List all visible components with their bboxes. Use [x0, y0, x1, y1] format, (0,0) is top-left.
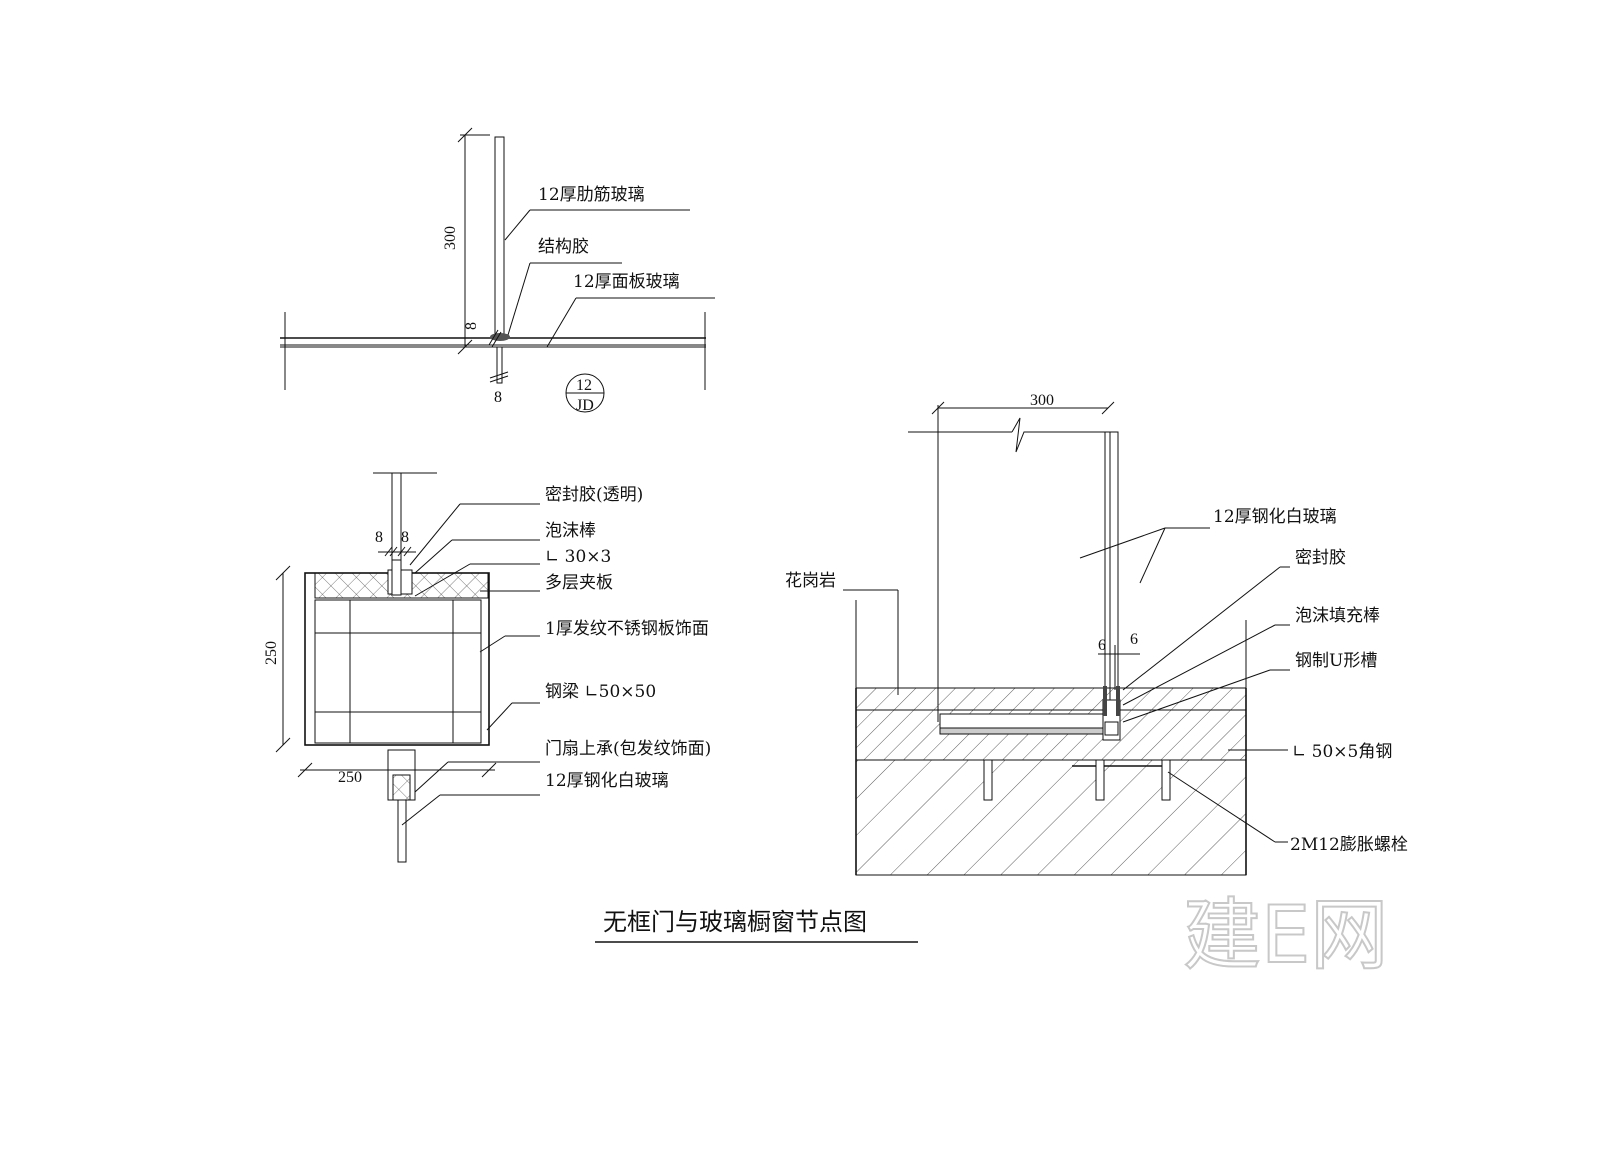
label-sealant-clear: 密封胶(透明)	[545, 485, 643, 505]
dim-6-right: 6	[1130, 631, 1138, 648]
label-steel-u-channel: 钢制U形槽	[1295, 651, 1377, 671]
ref-mark-bottom: JD	[576, 397, 594, 414]
dim-8-bottom: 8	[494, 389, 502, 406]
label-foam-filler-rod: 泡沫填充棒	[1295, 606, 1380, 626]
label-angle-30x3: ∟ 30×3	[545, 547, 611, 567]
label-steel-beam: 钢梁 ∟50×50	[545, 682, 656, 702]
label-plywood: 多层夹板	[545, 573, 613, 593]
label-stainless-finish: 1厚发纹不锈钢板饰面	[545, 619, 709, 639]
detail-left-header	[275, 472, 497, 863]
drawing-title: 无框门与玻璃橱窗节点图	[603, 908, 867, 936]
detail-top-glass-fin	[280, 127, 706, 390]
label-door-top-rail: 门扇上承(包发纹饰面)	[545, 739, 711, 759]
dim-300-top: 300	[442, 226, 459, 250]
dim-250-height: 250	[263, 641, 280, 665]
label-rib-glass: 12厚肋筋玻璃	[538, 185, 645, 205]
dim-8-left-detail: 8	[375, 529, 383, 546]
leaders-top	[504, 209, 715, 348]
label-structural-adhesive: 结构胶	[538, 237, 589, 257]
dim-8-left: 8	[463, 322, 480, 330]
ref-mark-top: 12	[576, 377, 592, 394]
brand-logo: 建E网	[1183, 891, 1388, 981]
dim-6-left: 6	[1098, 637, 1106, 654]
detail-right-floor	[855, 401, 1247, 876]
dim-8-right-detail: 8	[401, 529, 409, 546]
label-foam-rod: 泡沫棒	[545, 521, 596, 541]
dim-250-width: 250	[338, 769, 362, 786]
label-granite: 花岗岩	[785, 571, 836, 591]
label-sealant: 密封胶	[1295, 548, 1346, 568]
label-angle-50x5: ∟ 50×5角钢	[1292, 742, 1392, 762]
label-tempered-glass-left: 12厚钢化白玻璃	[545, 771, 669, 791]
reference-mark: 12 JD	[565, 373, 605, 414]
leaders-left	[401, 503, 540, 826]
leaders-right	[843, 527, 1290, 843]
label-panel-glass: 12厚面板玻璃	[573, 272, 680, 292]
label-expansion-bolt: 2M12膨胀螺栓	[1290, 835, 1408, 855]
dim-300-right: 300	[1030, 392, 1054, 409]
label-tempered-glass-right: 12厚钢化白玻璃	[1213, 507, 1337, 527]
